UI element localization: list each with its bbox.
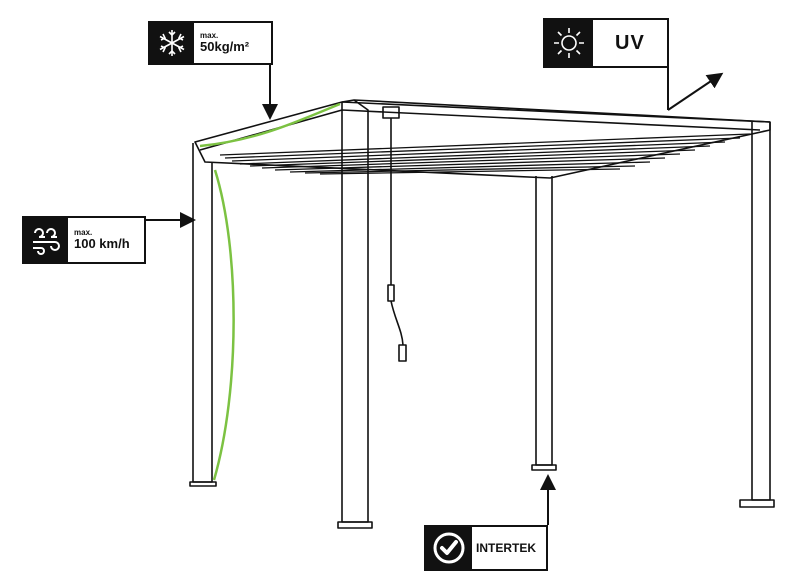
snowflake-icon xyxy=(150,23,194,63)
post-front-right xyxy=(739,122,775,508)
post-back-left xyxy=(189,143,217,487)
checkmark-icon xyxy=(426,527,472,569)
uv-label: UV xyxy=(615,31,645,54)
wind-icon xyxy=(24,218,68,262)
post-back-right xyxy=(531,176,557,471)
intertek-badge: INTERTEK xyxy=(424,525,548,571)
uv-arrow xyxy=(667,72,724,111)
load-highlight xyxy=(199,102,341,481)
uv-badge: UV xyxy=(543,18,669,68)
motor-crank xyxy=(382,106,407,362)
wind-caption: max. xyxy=(74,228,93,237)
wind-value: 100 km/h xyxy=(74,236,130,251)
intertek-label: INTERTEK xyxy=(476,541,536,555)
wind-load-badge: max. 100 km/h xyxy=(22,216,146,264)
snow-caption: max. xyxy=(200,31,219,40)
post-front-left xyxy=(337,99,373,529)
roof-louvres xyxy=(219,133,751,175)
snow-value: 50kg/m² xyxy=(200,39,250,54)
sun-icon xyxy=(545,20,593,66)
snow-load-badge: max. 50kg/m² xyxy=(148,21,273,65)
